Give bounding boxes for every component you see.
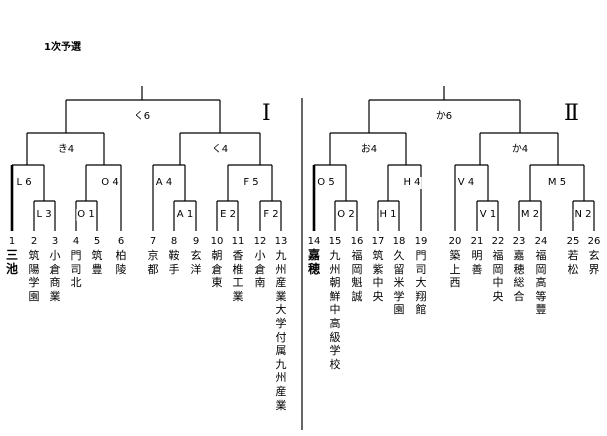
team-number: 23 bbox=[512, 236, 526, 247]
team-number: 2 bbox=[30, 236, 38, 247]
team-number: 21 bbox=[470, 236, 484, 247]
match-label-q-l1: き4 bbox=[56, 144, 76, 156]
team-number: 16 bbox=[350, 236, 364, 247]
match-label-s1: L 6 bbox=[15, 177, 33, 189]
team-number: 3 bbox=[51, 236, 59, 247]
team-number: 5 bbox=[93, 236, 101, 247]
team-name: 京都 bbox=[147, 249, 159, 276]
match-label-s6: H 4 bbox=[402, 177, 422, 189]
team-number: 13 bbox=[274, 236, 288, 247]
team-name: 小倉南 bbox=[254, 249, 266, 290]
match-label-r7: H 1 bbox=[378, 209, 398, 221]
team-number: 12 bbox=[253, 236, 267, 247]
team-name: 嘉穂総合 bbox=[513, 249, 525, 303]
match-label-r3: A 1 bbox=[175, 209, 195, 221]
team-name: 玄界 bbox=[588, 249, 600, 276]
team-name: 福岡中央 bbox=[492, 249, 504, 303]
team-name: 筑紫中央 bbox=[372, 249, 384, 303]
team-name: 香椎工業 bbox=[232, 249, 244, 303]
match-label-s3: A 4 bbox=[154, 177, 174, 189]
team-name: 若松 bbox=[567, 249, 579, 276]
team-name: 明善 bbox=[471, 249, 483, 276]
match-label-r4: E 2 bbox=[219, 209, 237, 221]
match-label-r10: N 2 bbox=[573, 209, 593, 221]
team-number: 1 bbox=[8, 236, 16, 247]
team-number: 7 bbox=[149, 236, 157, 247]
match-label-q-l2: く4 bbox=[210, 144, 230, 156]
team-number: 4 bbox=[72, 236, 80, 247]
team-number: 25 bbox=[566, 236, 580, 247]
team-number: 15 bbox=[328, 236, 342, 247]
match-label-r6: O 2 bbox=[336, 209, 356, 221]
match-label-r9: M 2 bbox=[519, 209, 541, 221]
team-name: 久留米学園 bbox=[393, 249, 405, 317]
match-label-r1: L 3 bbox=[35, 209, 53, 221]
team-name: 築上西 bbox=[449, 249, 461, 290]
block-name-1: Ⅰ bbox=[262, 101, 271, 126]
team-name: 九州産業大学付属九州産業 bbox=[275, 249, 287, 412]
team-name: 嘉穂 bbox=[307, 248, 320, 276]
team-number: 8 bbox=[170, 236, 178, 247]
match-label-s8: M 5 bbox=[546, 177, 568, 189]
match-label-q-r2: か4 bbox=[510, 144, 530, 156]
team-name: 小倉商業 bbox=[49, 249, 61, 303]
match-label-s7: V 4 bbox=[456, 177, 476, 189]
match-label-q-r1: お4 bbox=[359, 144, 379, 156]
match-label-top-right: か6 bbox=[434, 111, 454, 123]
team-name: 三池 bbox=[5, 248, 18, 276]
team-number: 24 bbox=[534, 236, 548, 247]
team-number: 10 bbox=[210, 236, 224, 247]
team-name: 鞍手 bbox=[168, 249, 180, 276]
team-name: 福岡高等豐 bbox=[535, 249, 547, 317]
match-label-r8: V 1 bbox=[478, 209, 498, 221]
bracket-lines-left bbox=[10, 86, 282, 231]
team-name: 門司大翔館 bbox=[415, 249, 427, 317]
team-number: 22 bbox=[491, 236, 505, 247]
team-number: 26 bbox=[587, 236, 601, 247]
team-number: 19 bbox=[414, 236, 428, 247]
team-number: 9 bbox=[192, 236, 200, 247]
team-number: 18 bbox=[392, 236, 406, 247]
team-number: 17 bbox=[371, 236, 385, 247]
team-name: 九州朝鮮中高級学校 bbox=[329, 249, 341, 371]
team-number: 11 bbox=[231, 236, 245, 247]
team-name: 柏陵 bbox=[115, 249, 127, 276]
team-name: 朝倉東 bbox=[211, 249, 223, 290]
page-title: 1次予選 bbox=[44, 42, 81, 53]
bracket-lines-right bbox=[312, 86, 595, 231]
match-label-s4: F 5 bbox=[242, 177, 260, 189]
match-label-s2: O 4 bbox=[100, 177, 120, 189]
team-name: 福岡魁誠 bbox=[351, 249, 363, 303]
match-label-s5: O 5 bbox=[316, 177, 336, 189]
match-label-top-left: く6 bbox=[132, 111, 152, 123]
team-number: 14 bbox=[307, 236, 321, 247]
team-number: 6 bbox=[117, 236, 125, 247]
team-number: 20 bbox=[448, 236, 462, 247]
block-name-2: Ⅱ bbox=[564, 101, 579, 126]
team-name: 筑陽学園 bbox=[28, 249, 40, 303]
match-label-r5: F 2 bbox=[262, 209, 280, 221]
team-name: 筑豊 bbox=[91, 249, 103, 276]
match-label-r2: O 1 bbox=[76, 209, 96, 221]
team-name: 玄洋 bbox=[190, 249, 202, 276]
team-name: 門司北 bbox=[70, 249, 82, 290]
